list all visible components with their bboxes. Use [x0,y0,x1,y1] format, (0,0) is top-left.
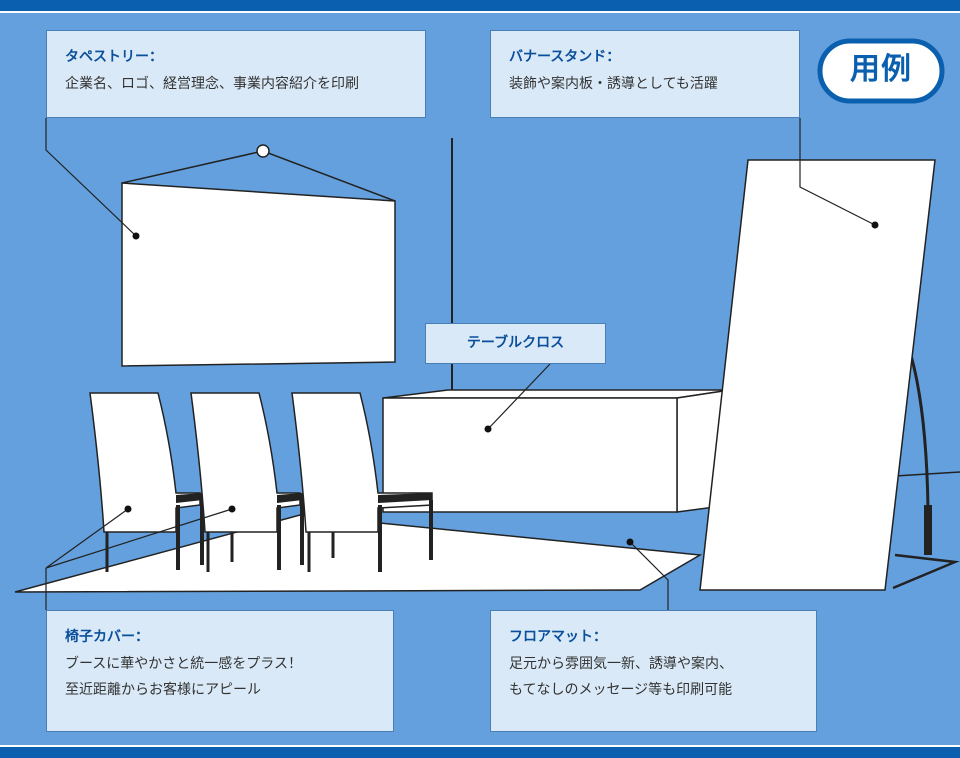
banner-stand-base [892,553,960,590]
top-frame-bar [0,0,960,13]
tablecloth-label: テーブルクロス [425,323,606,364]
chair-1 [89,392,204,572]
banner-title: バナースタンド： [509,49,621,65]
chair-3 [291,392,433,572]
banner-stand-panel [699,159,936,591]
banner-callout: バナースタンド： 装飾や案内板・誘導としても活躍 [490,30,800,118]
tapestry-description: 企業名、ロゴ、経営理念、事業内容紹介を印刷 [65,76,359,92]
bottom-frame-bar [0,745,960,758]
chaircover-line-2: 至近距離からお客様にアピール [65,682,261,698]
floor-mat [14,514,703,593]
leader-dots [124,221,879,546]
banner-stand-foot [924,505,932,555]
tablecloth-front [382,397,678,513]
floormat-title: フロアマット： [509,629,607,645]
floormat-line-2: もてなしのメッセージ等も印刷可能 [509,682,733,698]
tapestry-panel [121,182,396,367]
floormat-line-1: 足元から雰囲気一新、誘導や案内、 [509,656,733,672]
tapestry-callout: タペストリー： 企業名、ロゴ、経営理念、事業内容紹介を印刷 [46,30,426,118]
floormat-callout: フロアマット： 足元から雰囲気一新、誘導や案内、 もてなしのメッセージ等も印刷可… [490,610,817,732]
example-badge-label: 用例 [850,52,912,87]
chair-2 [190,392,304,572]
chaircover-title: 椅子カバー： [65,629,149,645]
example-badge-icon [817,38,945,104]
tapestry-hook [256,144,270,158]
chaircover-line-1: ブースに華やかさと統一感をプラス！ [65,656,303,672]
table-top [382,389,731,399]
leader-lines [45,118,876,610]
chaircover-callout: 椅子カバー： ブースに華やかさと統一感をプラス！ 至近距離からお客様にアピール [46,610,394,732]
tapestry-title: タペストリー： [65,49,163,65]
banner-description: 装飾や案内板・誘導としても活躍 [509,76,718,92]
